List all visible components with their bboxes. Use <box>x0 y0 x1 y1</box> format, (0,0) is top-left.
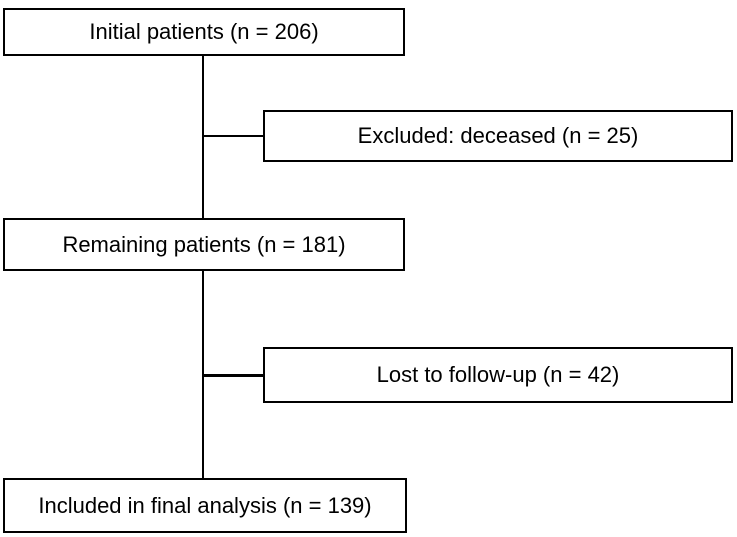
node-excluded-deceased-label: Excluded: deceased (n = 25) <box>357 123 639 148</box>
connector-initial-to-remaining <box>201 56 204 218</box>
node-initial-patients: Initial patients (n = 206) <box>3 8 405 56</box>
connector-branch-lost <box>203 374 265 377</box>
node-included-final-analysis: Included in final analysis (n = 139) <box>3 478 407 533</box>
node-remaining-patients-label: Remaining patients (n = 181) <box>62 231 346 257</box>
connector-branch-excluded <box>203 134 264 137</box>
connector-remaining-to-final <box>201 271 204 478</box>
node-excluded-deceased: Excluded: deceased (n = 25) <box>263 110 733 162</box>
node-initial-patients-label: Initial patients (n = 206) <box>89 19 319 44</box>
node-remaining-patients: Remaining patients (n = 181) <box>3 218 405 271</box>
node-included-final-analysis-label: Included in final analysis (n = 139) <box>38 492 372 518</box>
node-lost-to-follow-up: Lost to follow-up (n = 42) <box>263 347 733 403</box>
node-lost-to-follow-up-label: Lost to follow-up (n = 42) <box>376 362 620 387</box>
